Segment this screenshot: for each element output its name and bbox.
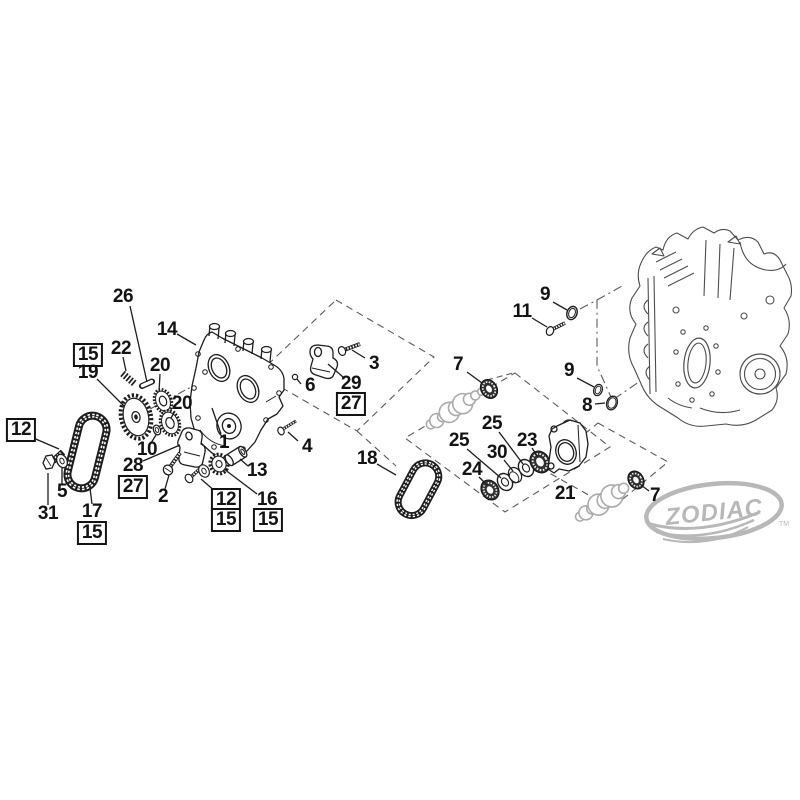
leader-line-14 [176,333,197,346]
zodiac-logo: ZODIAC TM [644,480,789,544]
leader-line-12 [30,436,60,450]
crankcase-drawing [628,226,793,427]
leader-line-25 [466,448,502,479]
bolt-2-drawing [162,451,182,476]
washer-5-drawing [55,453,69,469]
leader-line-6 [296,378,302,385]
screw-11-drawing [545,321,566,336]
tensioner-29-drawing [309,344,339,380]
crankcase-bolt-holes [673,325,721,403]
retainer-10-drawing [152,424,162,436]
chain-17-drawing [63,411,111,493]
chain-18-drawing [394,459,443,520]
plate-small-holes [191,346,282,452]
oring-9-mid-drawing [592,383,604,397]
leader-line-20 [158,373,161,393]
leader-line-16 [223,468,258,495]
cam-support-plate-drawing [189,322,285,460]
tensioner-28-drawing [177,427,206,468]
leader-line-20 [170,410,176,419]
leader-line-8 [594,402,606,405]
leader-line-23 [531,447,539,458]
cam-cover-21-drawing [547,419,589,474]
leader-line-7 [640,484,650,492]
leader-line-11 [531,317,548,328]
leader-line-30 [503,459,514,472]
spacer-30-drawing [507,466,523,484]
sprocket-19-drawing [118,393,154,441]
leader-line-25 [498,431,524,465]
screw-washers-12-15-drawing [184,464,211,484]
leader-line-19 [96,378,125,407]
leader-line-2 [164,474,170,490]
leader-line-13 [239,458,249,467]
bolt-3-drawing [337,342,361,356]
front-camshaft-drawing [425,387,486,430]
leader-line-26 [129,305,148,383]
spring-22-drawing [120,370,138,387]
leader-line-18 [376,463,397,476]
rear-camshaft-drawing [574,482,630,522]
screw-4-drawing [277,419,297,436]
leader-line-24 [478,476,488,486]
leader-line-12 [200,478,217,493]
leader-line-29 [327,363,344,378]
leader-line-10 [150,434,157,444]
bearing-7-rear-drawing [627,470,645,490]
pin-6-drawing [291,373,299,381]
oring-9-top-drawing [566,305,578,321]
oring-8-drawing [605,395,619,411]
leader-line-17 [89,487,93,505]
leader-line-28 [142,444,181,462]
bearing-23-drawing [529,450,551,474]
leader-line-7 [466,371,483,384]
leader-line-9 [552,301,568,311]
leader-line-4 [287,431,299,442]
zodiac-trademark: TM [779,521,789,528]
roller-13-drawing [224,445,248,467]
leader-line-3 [351,349,366,359]
pin-26-drawing [139,378,155,389]
leader-line-1 [211,407,222,435]
zodiac-logo-swoosh [649,510,761,544]
gear-16-drawing [208,452,230,476]
leader-line-22 [122,356,127,372]
washer-20-lower-drawing [158,409,182,437]
plate-bolt-towers [208,322,273,363]
leader-line-9 [576,377,595,388]
bearing-7-front-drawing [479,379,499,399]
